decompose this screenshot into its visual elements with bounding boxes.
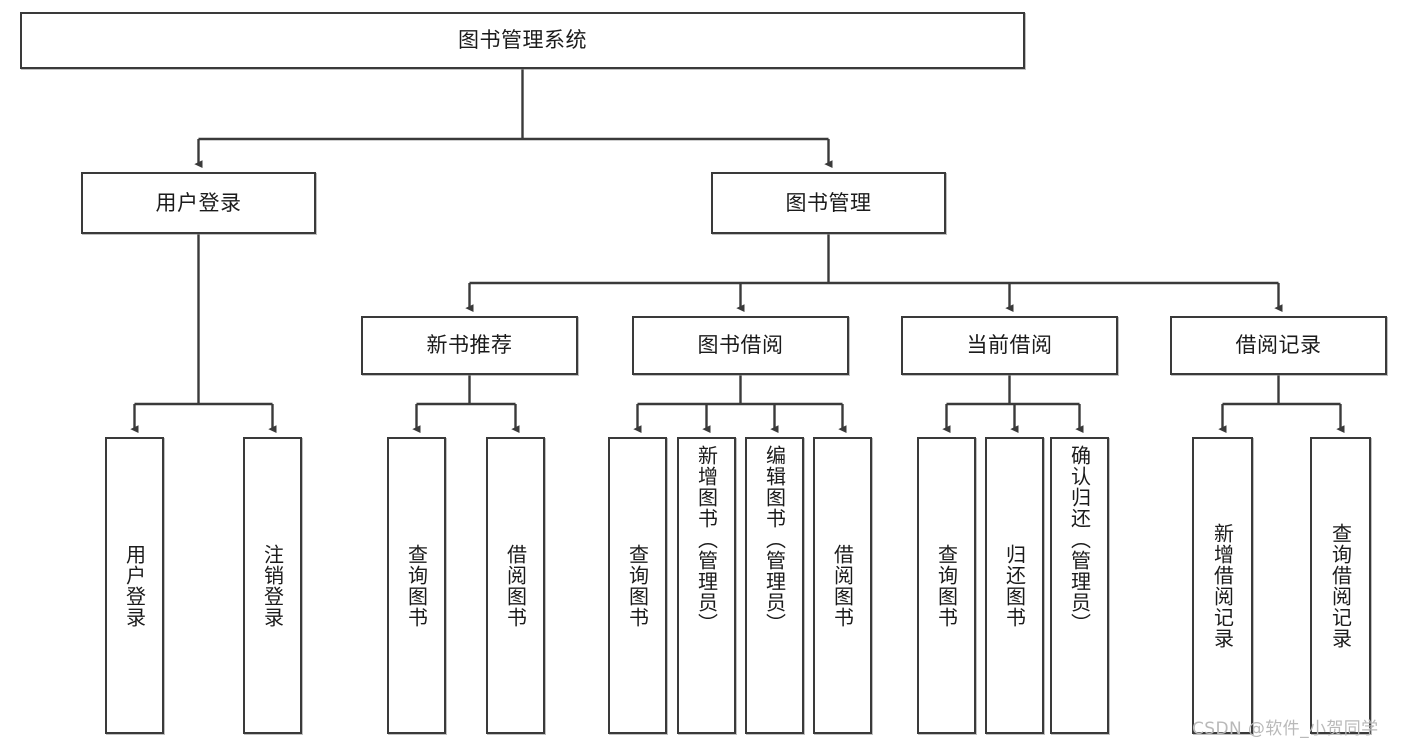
node-label-book-borrow: 图书借阅 [697,333,784,358]
node-leaf-confirm-return[interactable]: 确认归还（管理员） [1050,437,1109,734]
node-leaf-user-login[interactable]: 用户登录 [105,437,164,734]
node-label-leaf-borrow-book-2: 借阅图书 [830,543,855,628]
node-leaf-add-record[interactable]: 新增借阅记录 [1192,437,1253,734]
node-label-new-book-rec: 新书推荐 [426,333,513,358]
node-label-book-manage: 图书管理 [785,190,872,215]
node-label-leaf-query-book-3: 查询图书 [934,543,959,628]
node-label-leaf-query-book-2: 查询图书 [625,543,650,628]
node-leaf-borrow-book-1[interactable]: 借阅图书 [486,437,545,734]
node-label-leaf-query-book-1: 查询图书 [404,543,429,628]
node-user-login[interactable]: 用户登录 [81,172,316,234]
node-label-borrow-record: 借阅记录 [1235,333,1322,358]
node-label-leaf-borrow-book-1: 借阅图书 [503,543,528,628]
node-label-leaf-return-book: 归还图书 [1002,543,1027,628]
node-borrow-record[interactable]: 借阅记录 [1170,316,1387,375]
node-label-current-borrow: 当前借阅 [966,333,1053,358]
node-new-book-rec[interactable]: 新书推荐 [361,316,578,375]
node-label-leaf-user-logout: 注销登录 [260,543,285,628]
node-leaf-user-logout[interactable]: 注销登录 [243,437,302,734]
node-label-leaf-add-record: 新增借阅记录 [1210,522,1235,649]
node-leaf-return-book[interactable]: 归还图书 [985,437,1044,734]
node-leaf-query-book-2[interactable]: 查询图书 [608,437,667,734]
node-label-leaf-confirm-return: 确认归还（管理员） [1067,445,1092,634]
node-book-borrow[interactable]: 图书借阅 [632,316,849,375]
node-leaf-query-book-3[interactable]: 查询图书 [917,437,976,734]
watermark-text: CSDN @软件_小贺同学 [1192,719,1379,739]
node-label-leaf-query-record: 查询借阅记录 [1328,522,1353,649]
node-label-leaf-user-login: 用户登录 [122,543,147,628]
node-leaf-query-book-1[interactable]: 查询图书 [387,437,446,734]
node-label-root: 图书管理系统 [458,28,587,53]
node-leaf-borrow-book-2[interactable]: 借阅图书 [813,437,872,734]
node-current-borrow[interactable]: 当前借阅 [901,316,1118,375]
node-label-leaf-edit-book: 编辑图书（管理员） [762,445,787,634]
node-leaf-add-book[interactable]: 新增图书（管理员） [677,437,736,734]
node-leaf-query-record[interactable]: 查询借阅记录 [1310,437,1371,734]
node-book-manage[interactable]: 图书管理 [711,172,946,234]
node-label-user-login: 用户登录 [155,190,242,215]
node-root[interactable]: 图书管理系统 [20,12,1025,69]
node-leaf-edit-book[interactable]: 编辑图书（管理员） [745,437,804,734]
node-label-leaf-add-book: 新增图书（管理员） [694,445,719,634]
